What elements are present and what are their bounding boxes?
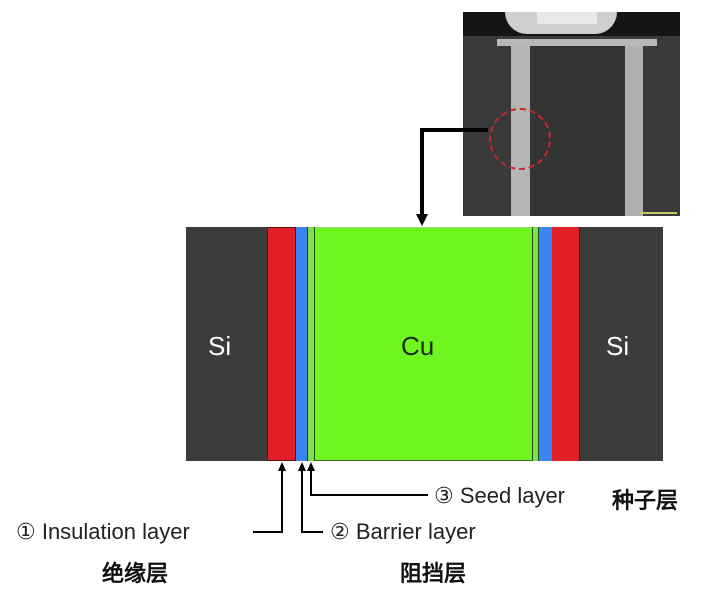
seed-label-zh: 种子层 <box>612 489 679 514</box>
cross-section: Si Cu Si <box>186 227 663 461</box>
barrier-left <box>296 227 308 461</box>
barrier-right <box>539 227 552 461</box>
insulation-right <box>552 227 580 461</box>
sem-via-cap <box>497 39 657 46</box>
cu-label: Cu <box>401 331 435 361</box>
si-left-label: Si <box>208 331 232 361</box>
insulation-left <box>267 227 296 461</box>
seed-leader-horizontal <box>310 494 428 496</box>
seed-label-en: ③ Seed layer <box>434 483 566 508</box>
si-right-label: Si <box>606 331 630 361</box>
sem-via-right-wall <box>625 42 643 216</box>
highlight-circle <box>489 108 551 170</box>
connector-horizontal <box>420 128 488 132</box>
connector-vertical <box>420 128 424 216</box>
insulation-label-zh: 绝缘层 <box>102 562 169 587</box>
sem-bump-highlight <box>537 12 597 24</box>
insulation-leader-vertical <box>281 468 283 532</box>
barrier-leader-horizontal <box>301 531 323 533</box>
seed-leader-vertical <box>310 468 312 496</box>
barrier-leader-vertical <box>301 468 303 532</box>
si-left <box>186 227 267 461</box>
insulation-leader-horizontal <box>253 531 283 533</box>
sem-image <box>463 12 680 216</box>
seed-arrowhead <box>307 462 315 471</box>
si-right <box>580 227 663 461</box>
seed-right <box>532 227 539 461</box>
cu-core <box>315 227 532 461</box>
insulation-label-en: ① Insulation layer <box>16 519 190 544</box>
sem-scale-bar <box>639 207 677 214</box>
barrier-label-zh: 阻挡层 <box>400 562 467 587</box>
insulation-arrowhead <box>278 462 286 471</box>
barrier-label-en: ② Barrier layer <box>330 519 476 544</box>
connector-arrowhead <box>416 214 428 226</box>
seed-left <box>308 227 315 461</box>
barrier-arrowhead <box>298 462 306 471</box>
